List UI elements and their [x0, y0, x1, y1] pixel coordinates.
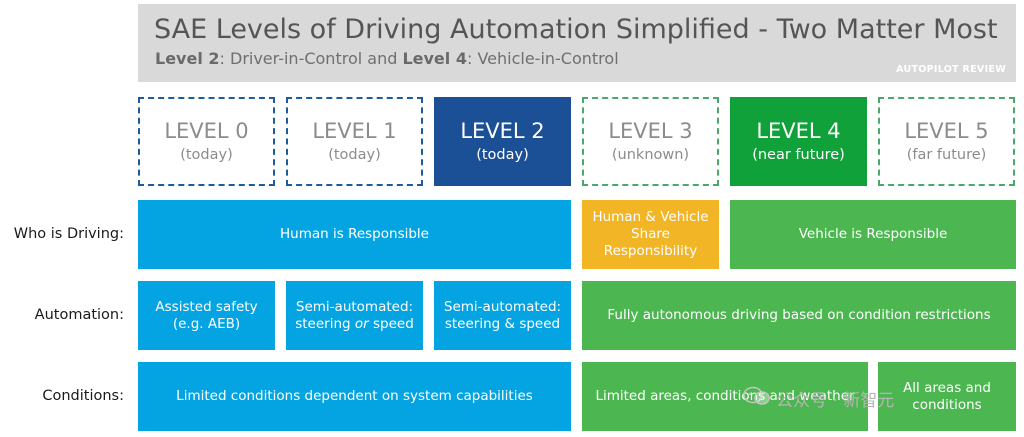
watermark-text: 公众号 · 新智元	[776, 391, 895, 411]
level-5-name: LEVEL 5	[904, 118, 989, 143]
level-3-name: LEVEL 3	[608, 118, 693, 143]
who-vehicle-cell: Vehicle is Responsible	[730, 200, 1016, 269]
level-4-box: LEVEL 4 (near future)	[730, 97, 867, 186]
level-0-name: LEVEL 0	[164, 118, 249, 143]
level-3-box: LEVEL 3 (unknown)	[582, 97, 719, 186]
level-2-name: LEVEL 2	[460, 118, 545, 143]
conditions-l3-4-cell: Limited areas, conditions and weather	[582, 362, 868, 431]
level-5-when: (far future)	[906, 146, 987, 163]
level-1-name: LEVEL 1	[312, 118, 397, 143]
level-2-when: (today)	[476, 146, 529, 163]
subtitle-level2: Level 2	[155, 49, 220, 68]
automation-l1-text-a: Semi-automated: steering	[295, 298, 414, 332]
automation-l1-cell: Semi-automated: steering or speed	[286, 281, 423, 350]
level-0-box: LEVEL 0 (today)	[138, 97, 275, 186]
automation-l1-or: or	[354, 315, 369, 332]
level-2-box: LEVEL 2 (today)	[434, 97, 571, 186]
automation-l1-text-b: speed	[368, 315, 414, 332]
who-shared-cell: Human & Vehicle Share Responsibility	[582, 200, 719, 269]
title-banner: SAE Levels of Driving Automation Simplif…	[138, 4, 1016, 82]
level-3-when: (unknown)	[611, 146, 690, 163]
level-5-box: LEVEL 5 (far future)	[878, 97, 1015, 186]
automation-l0-cell: Assisted safety (e.g. AEB)	[138, 281, 275, 350]
conditions-l5-cell: All areas and conditions	[878, 362, 1016, 431]
row-label-who-driving: Who is Driving:	[13, 226, 124, 242]
subtitle-level4-text: : Vehicle-in-Control	[466, 49, 619, 68]
row-label-automation: Automation:	[34, 307, 124, 323]
subtitle-level2-text: : Driver-in-Control and	[219, 49, 403, 68]
level-0-when: (today)	[180, 146, 233, 163]
conditions-l0-2-cell: Limited conditions dependent on system c…	[138, 362, 571, 431]
row-label-conditions: Conditions:	[42, 388, 124, 404]
page-subtitle: Level 2: Driver-in-Control and Level 4: …	[155, 49, 619, 68]
page-title: SAE Levels of Driving Automation Simplif…	[154, 14, 998, 45]
automation-l3-5-cell: Fully autonomous driving based on condit…	[582, 281, 1016, 350]
brand-logo: AUTOPILOT REVIEW	[896, 64, 1006, 75]
automation-l2-cell: Semi-automated: steering & speed	[434, 281, 571, 350]
wechat-icon	[743, 386, 770, 405]
level-1-when: (today)	[328, 146, 381, 163]
level-4-when: (near future)	[752, 146, 845, 163]
subtitle-level4: Level 4	[402, 49, 467, 68]
who-human-cell: Human is Responsible	[138, 200, 571, 269]
level-1-box: LEVEL 1 (today)	[286, 97, 423, 186]
level-4-name: LEVEL 4	[756, 118, 841, 143]
